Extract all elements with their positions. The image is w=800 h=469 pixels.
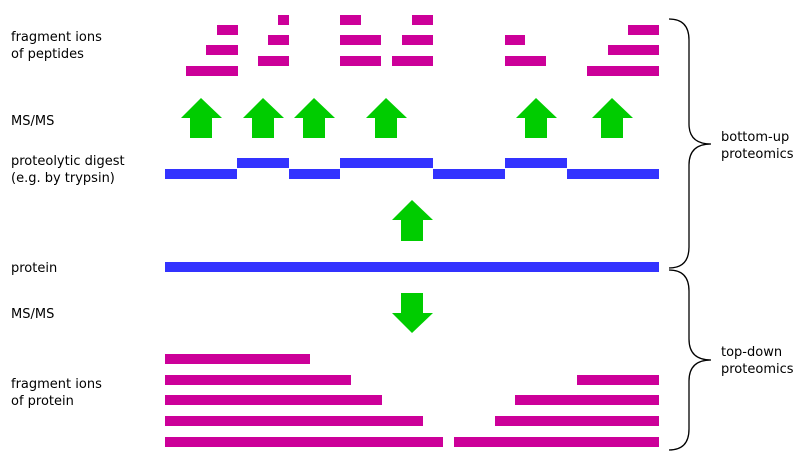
- protein-fragment-ions: [165, 354, 659, 447]
- fragment-bar: [402, 35, 433, 45]
- brace-top-down: [668, 269, 712, 451]
- fragment-bar: [268, 35, 289, 45]
- fragment-bar: [165, 375, 351, 385]
- fragment-bar: [515, 395, 659, 405]
- label-bottom-up-line2: proteomics: [721, 147, 794, 162]
- label-proteolytic-digest-line1: proteolytic digest: [11, 154, 125, 169]
- fragment-bar: [217, 25, 238, 35]
- fragment-bar: [206, 45, 238, 55]
- label-top-down: top-down proteomics: [721, 345, 794, 377]
- msms-arrow-down-icon: [392, 293, 433, 333]
- arrow-up-icon: [294, 98, 335, 138]
- fragment-bar: [340, 15, 361, 25]
- label-bottom-up-line1: bottom-up: [721, 130, 789, 145]
- peptide-segment: [340, 158, 433, 168]
- peptide-digest: [165, 158, 659, 179]
- peptide-segment: [289, 169, 340, 179]
- fragment-bar: [577, 375, 659, 385]
- fragment-bar: [587, 66, 659, 76]
- fragment-bar: [454, 437, 659, 447]
- peptide-segment: [505, 158, 567, 168]
- label-msms-top: MS/MS: [11, 114, 54, 129]
- label-top-down-line2: proteomics: [721, 362, 794, 377]
- fragment-bar: [505, 35, 525, 45]
- msms-arrows-top: [181, 98, 633, 138]
- fragment-bar: [165, 416, 423, 426]
- label-fragment-ions-peptides-line1: fragment ions: [11, 30, 102, 45]
- arrow-up-icon: [592, 98, 633, 138]
- fragment-bar: [628, 25, 659, 35]
- digest-arrow-up-icon: [392, 200, 433, 241]
- peptide-segment: [433, 169, 505, 179]
- label-fragment-ions-peptides-line2: of peptides: [11, 47, 84, 62]
- fragment-bar: [608, 45, 659, 55]
- fragment-bar: [258, 56, 289, 66]
- label-msms-bottom: MS/MS: [11, 307, 54, 322]
- arrow-up-icon: [243, 98, 284, 138]
- label-fragment-ions-peptides: fragment ions of peptides: [11, 30, 106, 62]
- fragment-bar: [278, 15, 289, 25]
- label-fragment-ions-protein: fragment ions of protein: [11, 377, 106, 409]
- fragment-bar: [495, 416, 659, 426]
- arrow-up-icon: [181, 98, 222, 138]
- fragment-bar: [186, 66, 238, 76]
- fragment-bar: [340, 56, 381, 66]
- fragment-bar: [505, 56, 546, 66]
- fragment-bar: [412, 15, 433, 25]
- brace-bottom-up: [668, 18, 712, 269]
- arrow-up-icon: [366, 98, 407, 138]
- label-proteolytic-digest-line2: (e.g. by trypsin): [11, 171, 115, 186]
- peptide-segment: [567, 169, 659, 179]
- protein-bar: [165, 262, 659, 272]
- label-fragment-ions-protein-line1: fragment ions: [11, 377, 102, 392]
- label-protein: protein: [11, 261, 57, 276]
- label-top-down-line1: top-down: [721, 345, 782, 360]
- peptide-segment: [165, 169, 237, 179]
- arrow-up-icon: [516, 98, 557, 138]
- peptide-segment: [237, 158, 289, 168]
- fragment-bar: [165, 395, 382, 405]
- label-bottom-up: bottom-up proteomics: [721, 130, 794, 162]
- peptide-fragment-ions: [186, 15, 659, 76]
- fragment-bar: [392, 56, 433, 66]
- label-proteolytic-digest: proteolytic digest (e.g. by trypsin): [11, 154, 129, 186]
- label-fragment-ions-protein-line2: of protein: [11, 394, 74, 409]
- fragment-bar: [165, 437, 443, 447]
- fragment-bar: [165, 354, 310, 364]
- fragment-bar: [340, 35, 381, 45]
